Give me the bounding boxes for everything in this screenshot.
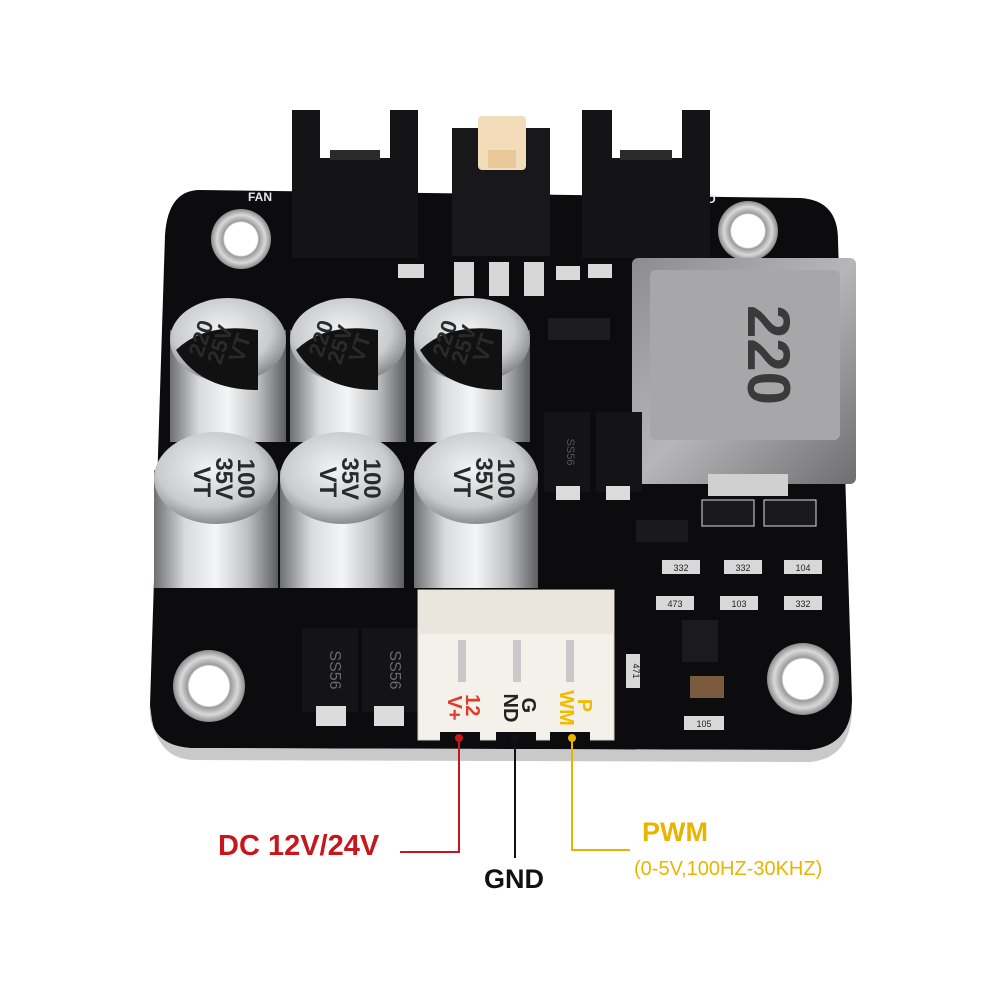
- power-connector: 12 V+ G ND P WM: [417, 589, 615, 746]
- resistor-label: 471: [631, 663, 641, 678]
- inductor-marking: 220: [735, 305, 802, 405]
- diode-mid-marking: SS56: [564, 439, 576, 466]
- pin-pwm-label: P WM: [555, 690, 595, 726]
- cap-value: 100: [358, 459, 385, 499]
- pwm-spec-label: (0-5V,100HZ-30KHZ): [634, 858, 823, 880]
- callout-line-gnd: [511, 734, 519, 858]
- resistor-label: 105: [696, 719, 711, 729]
- diode-pair-middle: SS56: [544, 412, 642, 500]
- cap-value: 100: [232, 459, 259, 499]
- callout-line-dc: [400, 734, 463, 853]
- svg-text:100 35V VT: 100 35V VT: [188, 457, 259, 506]
- resistor-label: 103: [731, 599, 746, 609]
- capacitor-220-1: 220 25V VT: [170, 298, 286, 442]
- inductor: 220: [632, 258, 856, 496]
- silkscreen-fan-label: FAN: [248, 190, 272, 204]
- pin-v-label: 12 V+: [443, 694, 483, 722]
- cap-voltage: 35V: [336, 457, 363, 500]
- capacitor-220-3: 220 25V VT: [414, 298, 530, 442]
- mounting-hole: [718, 201, 778, 261]
- smd-led-row: [398, 262, 612, 340]
- cap-series: VT: [314, 467, 341, 498]
- dc-input-label: DC 12V/24V: [218, 830, 380, 862]
- cap-voltage: 35V: [210, 457, 237, 500]
- svg-text:220 25V VT: 220 25V VT: [427, 310, 503, 373]
- resistor-label: 473: [667, 599, 682, 609]
- svg-text:100 35V VT: 100 35V VT: [314, 457, 385, 506]
- cap-value: 100: [492, 459, 519, 499]
- cap-voltage: 35V: [470, 457, 497, 500]
- pin-gnd-label: G ND: [499, 694, 539, 723]
- cap-series: VT: [188, 467, 215, 498]
- capacitor-220-2: 220 25V VT: [290, 298, 406, 442]
- svg-text:100 35V VT: 100 35V VT: [448, 457, 519, 506]
- resistor-label: 332: [795, 599, 810, 609]
- gnd-label: GND: [484, 864, 544, 894]
- diode-pair-bottom: SS56 SS56: [302, 628, 418, 726]
- mounting-hole: [211, 209, 271, 269]
- pwm-label: PWM: [642, 817, 708, 847]
- mounting-hole: [173, 650, 245, 722]
- callout-line-pwm: [568, 734, 630, 851]
- capacitor-100-3: 100 35V VT: [414, 432, 538, 588]
- cap-series: VT: [448, 467, 475, 498]
- fan-header-right: [582, 110, 710, 258]
- resistor-label: 332: [673, 563, 688, 573]
- fan-header-left: [292, 110, 418, 258]
- capacitor-100-2: 100 35V VT: [280, 432, 404, 588]
- silkscreen-right-label: D: [707, 192, 716, 206]
- svg-text:220 25V VT: 220 25V VT: [183, 310, 259, 373]
- switch: [452, 116, 550, 256]
- diode-marking: SS56: [326, 650, 343, 689]
- diode-marking: SS56: [386, 650, 403, 689]
- resistor-label: 332: [735, 563, 750, 573]
- resistor-label: 104: [795, 563, 810, 573]
- resistor-array: 332 332 104 473 103 332 105 471: [626, 499, 822, 730]
- capacitor-100-1: 100 35V VT: [154, 432, 278, 588]
- mounting-hole: [767, 643, 839, 715]
